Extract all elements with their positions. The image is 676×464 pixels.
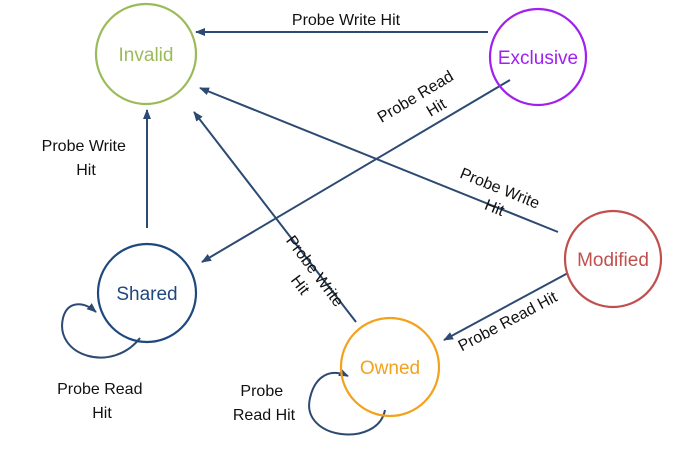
state-owned-circle — [339, 316, 441, 418]
label-shared-to-invalid-line1: Probe Write — [42, 138, 126, 155]
edge-exclusive-to-shared — [201, 79, 511, 263]
state-invalid-label: Invalid — [119, 45, 174, 66]
label-shared-self-loop-line2: Hit — [92, 405, 112, 422]
transition-labels: Probe Write Hit Probe Read Hit Probe Wri… — [42, 12, 561, 424]
label-owned-self-loop-line1: Probe — [240, 383, 283, 400]
label-shared-self-loop: Probe Read Hit — [57, 381, 147, 422]
state-owned: Owned — [339, 316, 441, 418]
label-owned-self-loop-line2: Read Hit — [233, 407, 296, 424]
label-modified-to-invalid: Probe Write Hit — [450, 165, 546, 233]
state-modified: Modified — [563, 209, 663, 309]
state-exclusive-label: Exclusive — [498, 48, 578, 69]
label-shared-to-invalid: Probe Write Hit — [42, 138, 131, 179]
state-exclusive-circle — [488, 7, 588, 107]
label-owned-to-invalid-line1: Probe Write — [282, 233, 346, 311]
state-exclusive: Exclusive — [488, 7, 588, 107]
state-modified-label: Modified — [577, 250, 649, 271]
state-invalid-circle — [94, 2, 198, 106]
edge-owned-to-invalid — [193, 111, 357, 323]
state-shared-label: Shared — [116, 284, 177, 305]
state-owned-label: Owned — [360, 358, 420, 379]
label-modified-to-invalid-line2: Hit — [482, 197, 507, 220]
state-modified-circle — [563, 209, 663, 309]
state-shared-circle — [96, 242, 198, 344]
label-shared-to-invalid-line2: Hit — [76, 162, 96, 179]
state-shared: Shared — [96, 242, 198, 344]
label-exclusive-to-invalid: Probe Write Hit — [292, 12, 401, 29]
label-shared-self-loop-line1: Probe Read — [57, 381, 142, 398]
edge-shared-self-loop — [61, 303, 141, 359]
transition-edges — [61, 28, 569, 436]
edge-modified-to-invalid — [199, 87, 559, 233]
label-owned-self-loop: Probe Read Hit — [233, 383, 296, 424]
label-owned-to-invalid: Probe Write Hit — [266, 233, 349, 326]
edge-modified-to-owned — [443, 272, 569, 341]
edge-owned-self-loop — [308, 368, 386, 436]
label-modified-to-owned: Probe Read Hit — [456, 289, 561, 356]
state-invalid: Invalid — [94, 2, 198, 106]
